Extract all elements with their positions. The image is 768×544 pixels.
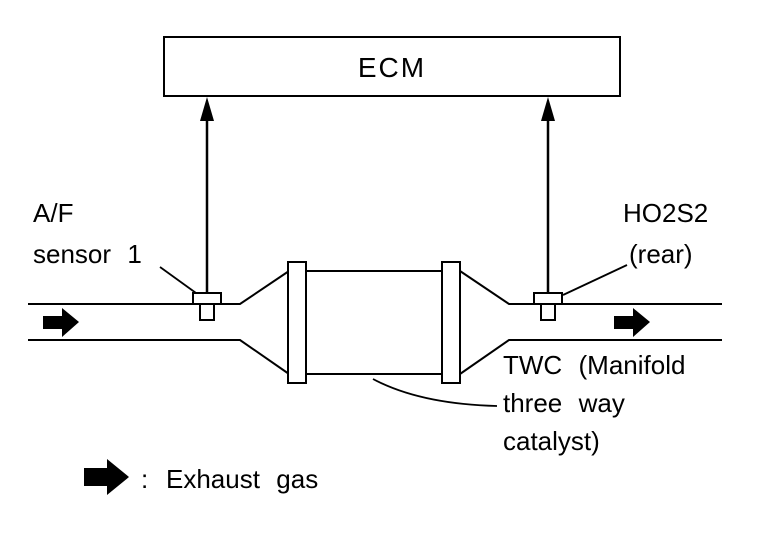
catalyst-label-line1: TWC (Manifold — [503, 350, 685, 380]
pipe-left-top-line — [28, 270, 290, 305]
rear-sensor-arrowhead-icon — [541, 97, 555, 121]
af-sensor-label-line2: sensor 1 — [33, 239, 142, 269]
pipe-right-bottom-line — [459, 339, 722, 375]
catalyst-right-flange — [441, 261, 461, 384]
catalyst-label-line3: catalyst) — [503, 426, 600, 456]
catalyst-left-flange — [287, 261, 307, 384]
af-sensor-leader-line — [159, 266, 197, 294]
pipe-right-top-line — [459, 270, 722, 305]
catalyst-leader-line — [372, 378, 498, 407]
legend-label: Exhaust gas — [166, 464, 318, 494]
rear-sensor-cap — [533, 292, 563, 305]
af-sensor-label-line1: A/F — [33, 198, 73, 228]
exhaust-flow-arrow-right-icon — [614, 308, 650, 337]
catalyst-body — [305, 270, 443, 375]
ecm-box — [163, 36, 621, 97]
exhaust-flow-arrow-left-icon — [43, 308, 79, 337]
rear-sensor-probe — [540, 303, 556, 321]
legend-exhaust-arrow-icon — [84, 459, 129, 495]
af-sensor-arrowhead-icon — [200, 97, 214, 121]
legend-separator: : — [141, 464, 148, 494]
af-sensor-cap — [192, 292, 222, 305]
rear-sensor-label-line2: (rear) — [629, 239, 693, 269]
catalyst-label-line2: three way — [503, 388, 625, 418]
pipe-left-bottom-line — [28, 339, 290, 375]
rear-sensor-leader-line — [562, 264, 628, 296]
rear-sensor-label-line1: HO2S2 — [623, 198, 708, 228]
ecm-label: ECM — [358, 52, 426, 83]
af-sensor-probe — [199, 303, 215, 321]
